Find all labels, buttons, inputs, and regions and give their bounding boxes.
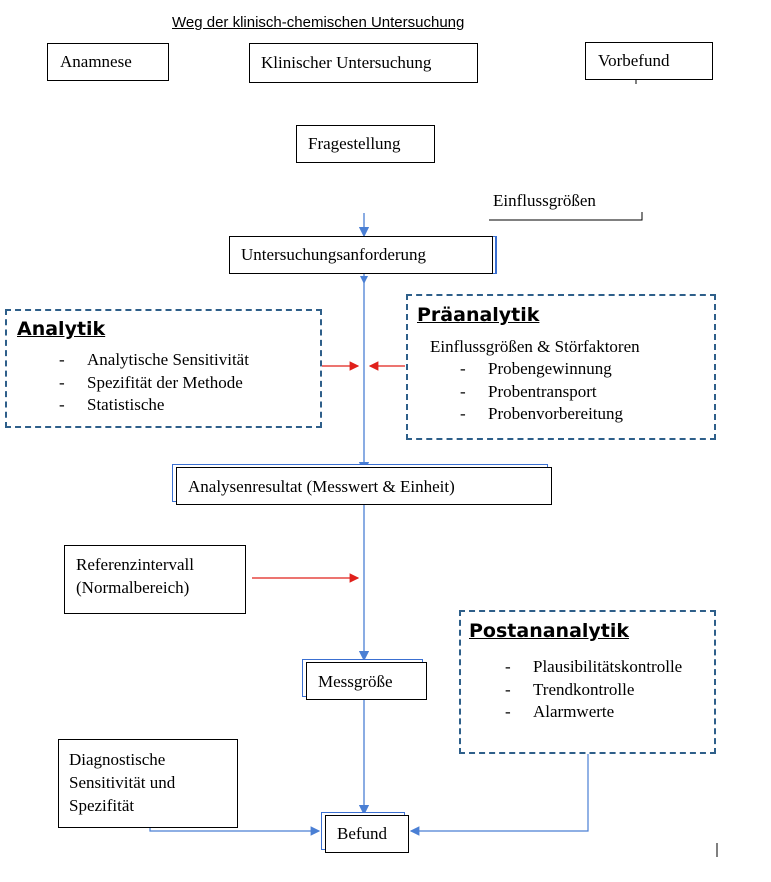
praeanalytik-box: Präanalytik Einflussgrößen & Störfaktore… <box>406 294 716 440</box>
analytik-heading: Analytik <box>17 318 106 340</box>
einfluss-bracket <box>489 212 643 221</box>
anamnese-label: Anamnese <box>60 52 132 71</box>
postanalytik-connector <box>409 754 589 836</box>
klinische-untersuchung-label: Klinischer Untersuchung <box>261 53 432 72</box>
referenzintervall-line1: Referenzintervall <box>76 555 194 574</box>
vorbefund-box: Vorbefund <box>585 42 713 80</box>
fragestellung-label: Fragestellung <box>308 134 401 153</box>
diagram-title: Weg der klinisch-chemischen Untersuchung <box>172 14 465 31</box>
analysenresultat-label: Analysenresultat (Messwert & Einheit) <box>188 477 455 496</box>
anforderung-down-tick <box>360 276 368 284</box>
anamnese-box: Anamnese <box>47 43 169 81</box>
list-item: Probenvorbereitung <box>460 403 623 426</box>
list-item: Trendkontrolle <box>505 679 682 702</box>
diagnostische-box: Diagnostische Sensitivität und Spezifitä… <box>58 739 238 828</box>
untersuchungsanforderung-label: Untersuchungsanforderung <box>241 245 427 264</box>
praeanalytik-heading: Präanalytik <box>417 304 540 326</box>
list-item: Probentransport <box>460 381 623 404</box>
diagnostische-line2: Sensitivität und <box>69 773 176 792</box>
analysenresultat-box: Analysenresultat (Messwert & Einheit) <box>176 467 552 505</box>
diagnostische-line3: Spezifität <box>69 796 135 815</box>
diagnostische-line1: Diagnostische <box>69 750 166 769</box>
analytik-list: Analytische Sensitivität Spezifität der … <box>59 349 249 417</box>
untersuchungsanforderung-box: Untersuchungsanforderung <box>229 236 493 274</box>
list-item: Probengewinnung <box>460 358 623 381</box>
postanalytik-heading: Postananalytik <box>469 620 630 642</box>
list-item: Alarmwerte <box>505 701 682 724</box>
postanalytik-box: Postananalytik Plausibilitätskontrolle T… <box>459 610 716 754</box>
klinische-untersuchung-box: Klinischer Untersuchung <box>249 43 478 83</box>
befund-label: Befund <box>337 824 388 843</box>
fragestellung-box: Fragestellung <box>296 125 435 163</box>
referenzintervall-line2: (Normalbereich) <box>76 578 190 597</box>
praeanalytik-subheading: Einflussgrößen & Störfaktoren <box>430 337 640 356</box>
list-item: Analytische Sensitivität <box>59 349 249 372</box>
list-item: Plausibilitätskontrolle <box>505 656 682 679</box>
list-item: Statistische <box>59 394 249 417</box>
analytik-box: Analytik Analytische Sensitivität Spezif… <box>5 309 322 428</box>
referenzintervall-box: Referenzintervall (Normalbereich) <box>64 545 246 614</box>
praeanalytik-list: Probengewinnung Probentransport Probenvo… <box>460 358 623 426</box>
einflussgroessen-label: Einflussgrößen <box>493 191 596 210</box>
messgroesse-label: Messgröße <box>318 672 393 691</box>
befund-box: Befund <box>325 815 409 853</box>
postanalytik-list: Plausibilitätskontrolle Trendkontrolle A… <box>505 656 682 724</box>
list-item: Spezifität der Methode <box>59 372 249 395</box>
diag-connector <box>149 826 321 836</box>
vorbefund-label: Vorbefund <box>598 51 670 70</box>
messgroesse-box: Messgröße <box>306 662 427 700</box>
